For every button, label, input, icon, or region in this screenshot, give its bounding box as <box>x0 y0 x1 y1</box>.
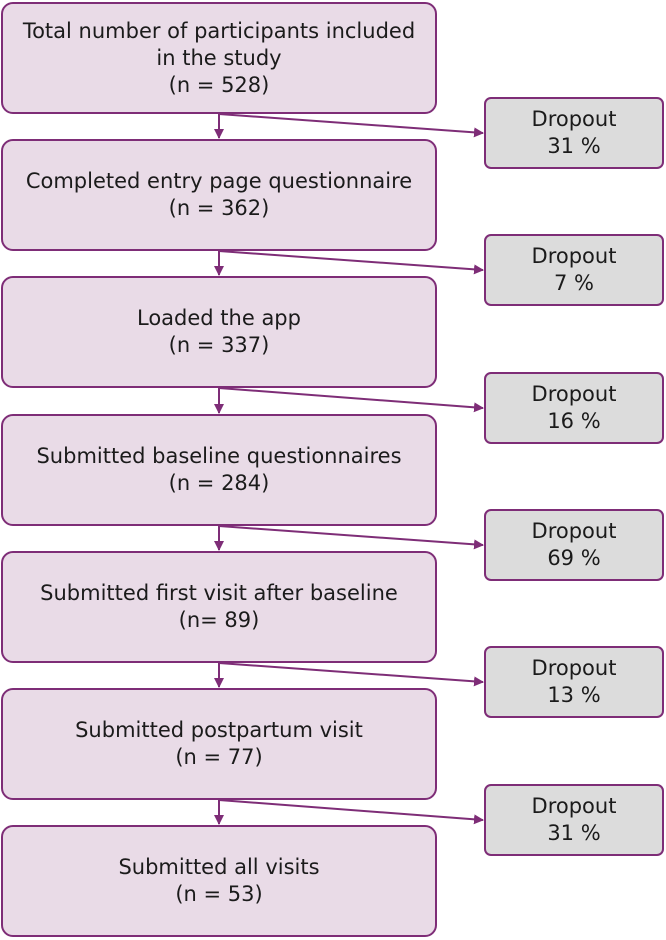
stage-line: Loaded the app <box>137 306 301 330</box>
dropout-arrow <box>218 113 484 138</box>
stage-line: in the study <box>156 45 282 70</box>
dropout-box: Dropout 69 % <box>484 509 664 581</box>
stage-line: Total number of participants included <box>22 18 416 43</box>
dropout-box: Dropout 16 % <box>484 372 664 444</box>
stage-line: Submitted baseline questionnaires <box>36 444 402 468</box>
dropout-percent: 31 % <box>547 821 601 845</box>
stage-box-postpartum: Submitted postpartum visit (n = 77) <box>1 688 437 800</box>
stage-line: Submitted first visit after baseline <box>40 581 398 605</box>
dropout-label: Dropout <box>531 107 617 131</box>
dropout-percent: 7 % <box>554 271 594 295</box>
dropout-arrow <box>218 662 484 687</box>
stage-line: Submitted all visits <box>118 855 320 879</box>
stage-box-baseline: Submitted baseline questionnaires (n = 2… <box>1 414 437 526</box>
stage-line: Submitted postpartum visit <box>75 718 363 742</box>
dropout-label: Dropout <box>531 519 617 543</box>
dropout-percent: 13 % <box>547 683 601 707</box>
dropout-percent: 31 % <box>547 134 601 158</box>
dropout-label: Dropout <box>531 382 617 406</box>
stage-box-entry-questionnaire: Completed entry page questionnaire (n = … <box>1 139 437 251</box>
stage-count: (n = 284) <box>168 471 270 495</box>
dropout-arrow <box>218 525 484 550</box>
dropout-arrow <box>218 250 484 275</box>
dropout-label: Dropout <box>531 794 617 818</box>
dropout-box: Dropout 7 % <box>484 234 664 306</box>
dropout-box: Dropout 31 % <box>484 784 664 856</box>
dropout-box: Dropout 31 % <box>484 97 664 169</box>
stage-count: (n = 77) <box>175 745 263 769</box>
stage-count: (n = 337) <box>168 333 270 357</box>
stage-box-enrolled: Total number of participants included in… <box>1 2 437 114</box>
dropout-box: Dropout 13 % <box>484 646 664 718</box>
stage-count: (n = 528) <box>168 72 270 97</box>
dropout-arrow <box>218 387 484 413</box>
dropout-percent: 16 % <box>547 409 601 433</box>
stage-count: (n= 89) <box>178 608 260 632</box>
stage-box-all-visits: Submitted all visits (n = 53) <box>1 825 437 937</box>
stage-box-loaded-app: Loaded the app (n = 337) <box>1 276 437 388</box>
dropout-arrow <box>218 799 484 825</box>
stage-count: (n = 53) <box>175 882 263 906</box>
stage-line: Completed entry page questionnaire <box>25 169 413 193</box>
stage-box-first-visit: Submitted first visit after baseline (n=… <box>1 551 437 663</box>
dropout-label: Dropout <box>531 656 617 680</box>
dropout-percent: 69 % <box>547 546 601 570</box>
stage-count: (n = 362) <box>168 196 270 220</box>
dropout-label: Dropout <box>531 244 617 268</box>
